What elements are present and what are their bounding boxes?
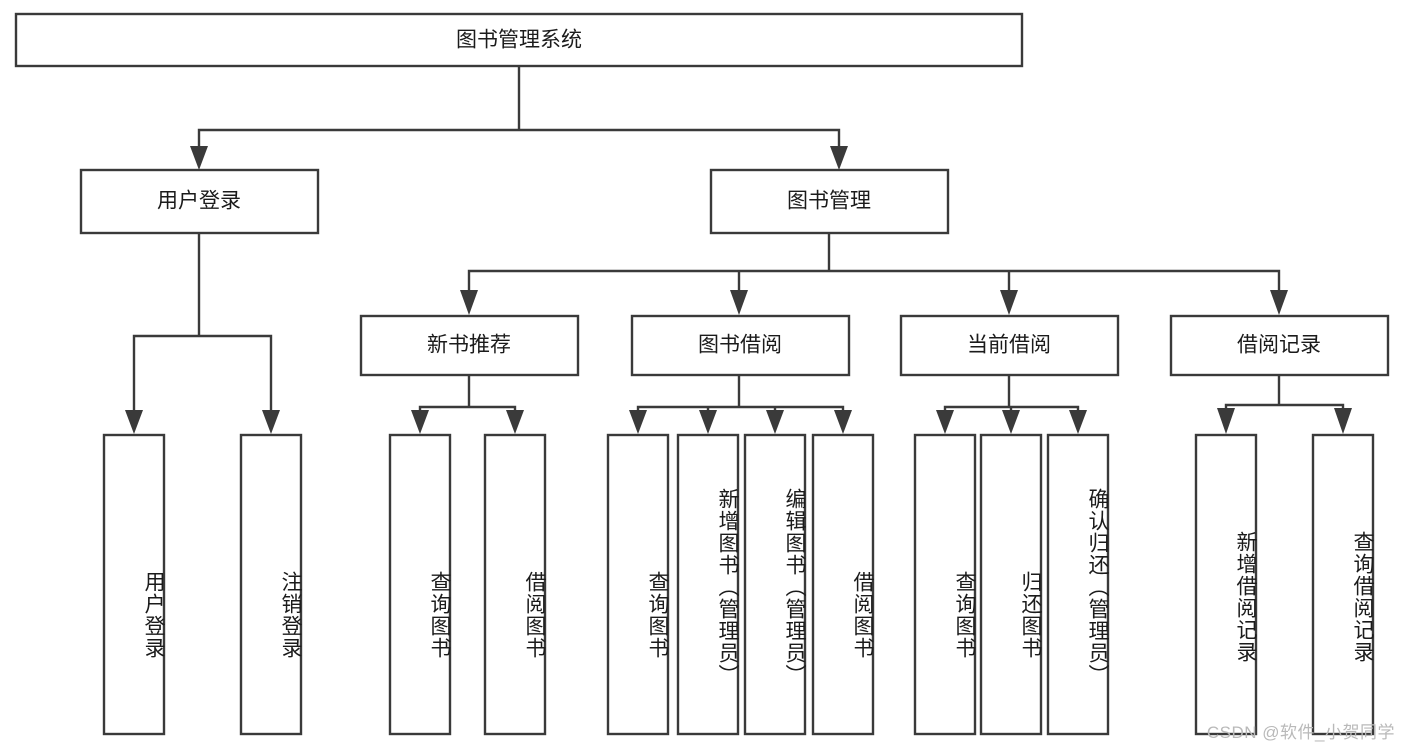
arrowhead-leaf-query-book-3 xyxy=(936,410,954,434)
arrowhead-leaf-add-record xyxy=(1217,408,1235,434)
node-book-borrow[interactable]: 图书借阅 xyxy=(630,314,851,377)
leaf-box-borrow-book-1[interactable] xyxy=(483,433,547,736)
leaf-box-logout-login[interactable] xyxy=(239,433,303,736)
connector-borrowrecord-to-leaves xyxy=(1224,373,1345,414)
leaf-boxes xyxy=(102,433,1375,736)
leaf-box-query-record[interactable] xyxy=(1311,433,1375,736)
connector-bookborrow-to-leaves xyxy=(636,373,845,416)
arrowhead-new-book-recommend xyxy=(460,290,478,315)
node-borrow-record-label: 借阅记录 xyxy=(1237,334,1321,357)
arrowhead-leaf-add-book xyxy=(699,410,717,434)
leaf-box-query-book-1[interactable] xyxy=(388,433,452,736)
connector-userlogin-to-leaves xyxy=(132,231,273,414)
arrowhead-borrow-record xyxy=(1270,290,1288,315)
arrowhead-book-borrow xyxy=(730,290,748,315)
connector-currentborrow-to-leaves xyxy=(943,373,1080,416)
node-book-manage[interactable]: 图书管理 xyxy=(709,168,950,235)
leaf-box-add-book[interactable] xyxy=(676,433,740,736)
node-current-borrow[interactable]: 当前借阅 xyxy=(899,314,1120,377)
leaf-box-query-book-3[interactable] xyxy=(913,433,977,736)
arrowhead-leaf-user-login xyxy=(125,410,143,434)
leaf-box-add-record[interactable] xyxy=(1194,433,1258,736)
arrowhead-current-borrow xyxy=(1000,290,1018,315)
arrowhead-leaf-logout-login xyxy=(262,410,280,434)
arrowhead-leaf-borrow-book-2 xyxy=(834,410,852,434)
arrowhead-leaf-confirm-return xyxy=(1069,410,1087,434)
arrowhead-user-login xyxy=(190,146,208,170)
arrowhead-leaf-query-book-1 xyxy=(411,410,429,434)
leaf-box-borrow-book-2[interactable] xyxy=(811,433,875,736)
node-new-book-recommend[interactable]: 新书推荐 xyxy=(359,314,580,377)
leaf-box-query-book-2[interactable] xyxy=(606,433,670,736)
arrowhead-leaf-borrow-book-1 xyxy=(506,410,524,434)
node-borrow-record[interactable]: 借阅记录 xyxy=(1169,314,1390,377)
node-user-login-label: 用户登录 xyxy=(157,190,241,213)
node-root-label: 图书管理系统 xyxy=(456,29,582,52)
arrowhead-leaf-query-book-2 xyxy=(629,410,647,434)
arrowhead-leaf-edit-book xyxy=(766,410,784,434)
connector-layer xyxy=(125,64,1352,434)
node-book-manage-label: 图书管理 xyxy=(787,190,871,213)
node-new-book-recommend-label: 新书推荐 xyxy=(427,334,511,357)
csdn-watermark: CSDN @软件_小贺同学 xyxy=(1206,723,1395,742)
node-current-borrow-label: 当前借阅 xyxy=(967,334,1051,357)
arrowhead-book-manage xyxy=(830,146,848,170)
node-book-borrow-label: 图书借阅 xyxy=(698,334,782,357)
connector-recommend-to-leaves xyxy=(418,373,517,416)
arrowhead-leaf-query-record xyxy=(1334,408,1352,434)
node-user-login[interactable]: 用户登录 xyxy=(79,168,320,235)
node-root[interactable]: 图书管理系统 xyxy=(14,12,1024,68)
leaf-box-return-book[interactable] xyxy=(979,433,1043,736)
leaf-box-confirm-return[interactable] xyxy=(1046,433,1110,736)
leaf-box-edit-book[interactable] xyxy=(743,433,807,736)
leaf-box-user-login[interactable] xyxy=(102,433,166,736)
connector-bookmanage-to-level3 xyxy=(467,231,1281,294)
connector-root-to-level2 xyxy=(197,64,841,152)
arrowhead-leaf-return-book xyxy=(1002,410,1020,434)
